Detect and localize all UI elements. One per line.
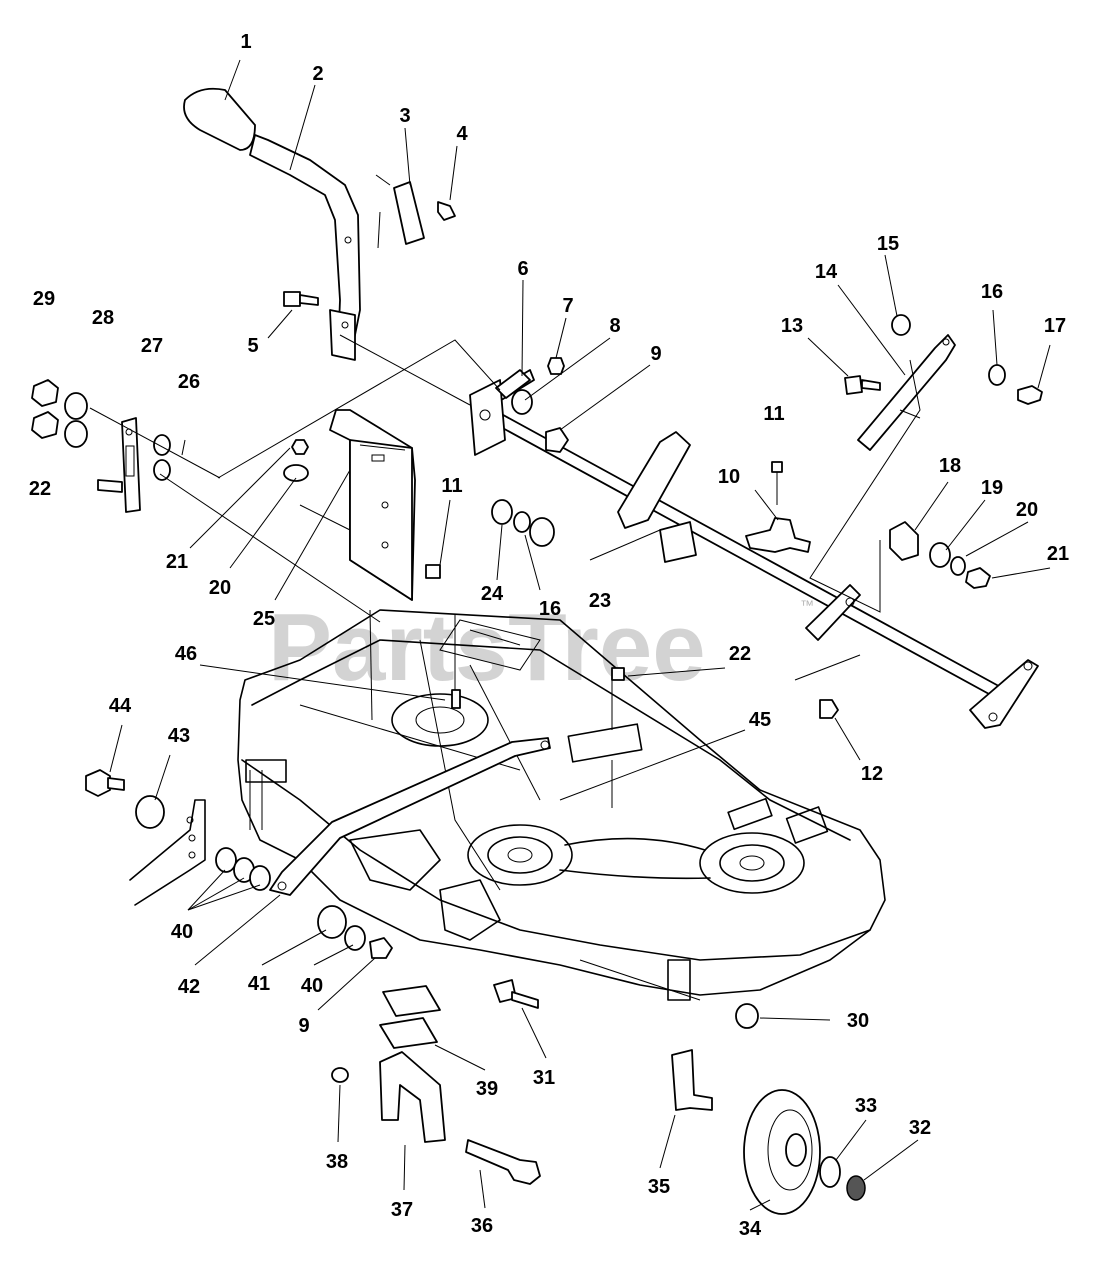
callout: 7: [562, 295, 573, 317]
pivot-bracket: [329, 409, 441, 601]
callout: 40: [301, 975, 323, 997]
callout: 42: [178, 976, 200, 998]
callout: 6: [517, 258, 528, 280]
callout: 37: [391, 1199, 413, 1221]
callout: 5: [247, 335, 258, 357]
callout: 11: [441, 475, 462, 497]
mower-deck: [237, 609, 886, 1001]
bolt-13: [844, 375, 863, 395]
callout: 44: [109, 695, 132, 717]
callout: 33: [855, 1095, 877, 1117]
callout: 12: [861, 763, 883, 785]
lift-handle: [183, 87, 456, 361]
link-plate: [97, 417, 141, 513]
adjust-arm: [857, 334, 956, 451]
callout: 21: [166, 551, 188, 573]
watermark-trademark: ™: [800, 597, 814, 613]
lift-shaft-assembly: [469, 369, 1039, 729]
callout: 10: [718, 466, 740, 488]
callout: 32: [909, 1117, 931, 1139]
callout: 14: [815, 261, 838, 283]
callout: 16: [539, 598, 561, 620]
callout: 39: [476, 1078, 498, 1100]
callout: 1: [240, 31, 251, 53]
callout: 40: [171, 921, 193, 943]
callout: 27: [141, 335, 163, 357]
callout: 9: [298, 1015, 309, 1037]
callout: 22: [29, 478, 51, 500]
hardware: [31, 314, 1043, 1215]
left-hanger-bracket: [129, 799, 206, 906]
callout: 9: [650, 343, 661, 365]
clamp-bracket: [745, 461, 811, 553]
callout: 18: [939, 455, 961, 477]
callout: 25: [253, 608, 275, 630]
callout: 34: [739, 1218, 762, 1240]
callout: 11: [763, 403, 784, 425]
callout: 3: [399, 105, 410, 127]
callout: 45: [749, 709, 771, 731]
callout: 43: [168, 725, 190, 747]
callout: 21: [1047, 543, 1069, 565]
callout: 20: [1016, 499, 1038, 521]
callout: 17: [1044, 315, 1066, 337]
callout: 35: [648, 1176, 670, 1198]
watermark: PartsTree: [268, 594, 706, 701]
callout: 41: [248, 973, 270, 995]
callout: 2: [312, 63, 323, 85]
callout: 24: [481, 583, 504, 605]
callout: 46: [175, 643, 197, 665]
callout: 13: [781, 315, 803, 337]
callout: 29: [33, 288, 55, 310]
callout: 8: [609, 315, 620, 337]
callout: 19: [981, 477, 1003, 499]
callout: 31: [533, 1067, 555, 1089]
callout: 36: [471, 1215, 493, 1237]
callout: 4: [456, 123, 468, 145]
callout: 22: [729, 643, 751, 665]
callout: 15: [877, 233, 899, 255]
callout: 16: [981, 281, 1003, 303]
callout: 26: [178, 371, 200, 393]
callout: 28: [92, 307, 114, 329]
callout-labels: 1 2 3 4 5 6 7 8 9 9 10 11 11 12 13 14 15…: [29, 31, 1069, 1240]
callout: 23: [589, 590, 611, 612]
leader-lines: [89, 59, 1051, 1211]
callout: 38: [326, 1151, 348, 1173]
callout: 30: [847, 1010, 869, 1032]
callout: 20: [209, 577, 231, 599]
